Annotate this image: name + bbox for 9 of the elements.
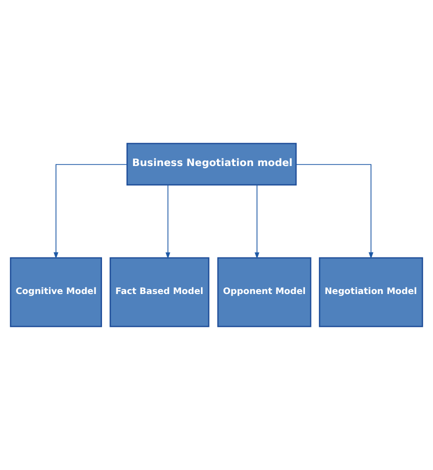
node-box: Cognitive Model [10, 257, 102, 328]
node-box: Negotiation Model [318, 257, 424, 328]
arrow [54, 164, 128, 260]
node-box: Opponent Model [217, 257, 312, 328]
arrow [296, 164, 374, 260]
node-box: Fact Based Model [110, 257, 210, 328]
arrow [254, 184, 260, 260]
arrow [166, 184, 170, 260]
node-box: Business Negotiation model [126, 142, 297, 186]
